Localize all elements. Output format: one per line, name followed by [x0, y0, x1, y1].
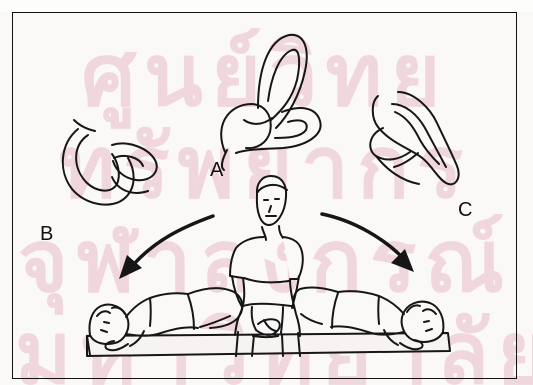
arrow-right — [322, 214, 414, 272]
semicircular-canal-c — [370, 92, 458, 184]
arrow-left — [119, 216, 213, 279]
label-b: B — [40, 224, 53, 244]
seated-patient — [230, 176, 303, 356]
label-c: C — [458, 200, 472, 220]
label-a: A — [210, 160, 223, 180]
semicircular-canal-a — [221, 35, 320, 170]
semicircular-canal-b — [63, 120, 157, 205]
